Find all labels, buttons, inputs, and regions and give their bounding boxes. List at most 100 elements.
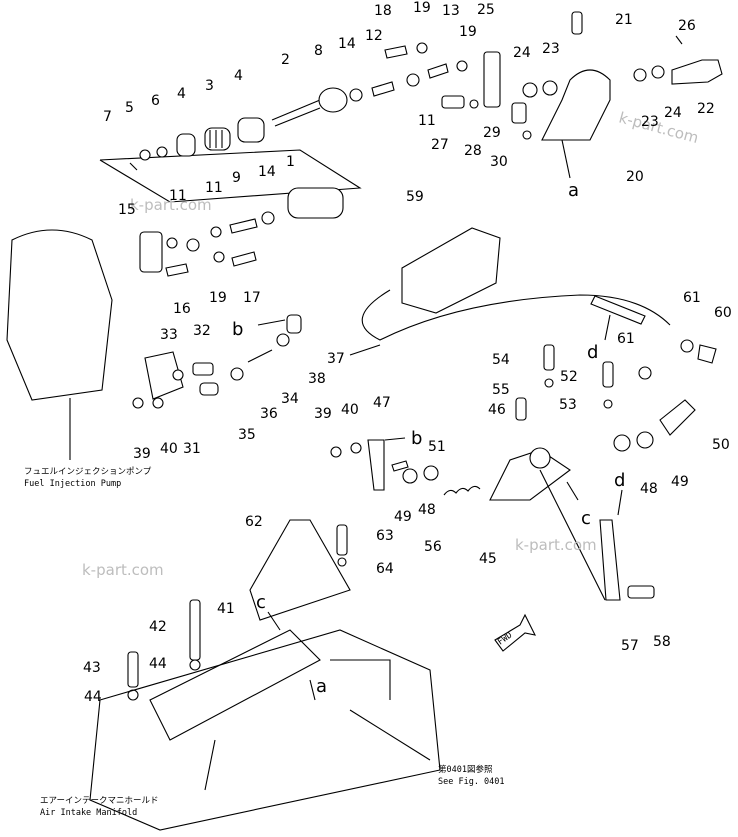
- callout-61: 61: [617, 331, 635, 347]
- part-19-washer-b: [456, 60, 468, 72]
- callout-5: 5: [125, 100, 134, 116]
- part-56-spring: [443, 485, 481, 496]
- part-51-pin: [391, 460, 409, 472]
- callout-29: 29: [483, 125, 501, 141]
- callout-9: 9: [232, 170, 241, 186]
- part-11-nut-b: [210, 226, 222, 238]
- see-fig-label-en: See Fig. 0401: [438, 777, 505, 787]
- part-42-bolt: [189, 599, 201, 661]
- callout-6: 6: [151, 93, 160, 109]
- part-43-bolt: [127, 651, 139, 688]
- part-49-bushing: [636, 431, 654, 449]
- callout-15: 15: [118, 202, 136, 218]
- callout-18: 18: [374, 3, 392, 19]
- part-11-nut: [406, 73, 420, 87]
- part-32-bolt: [192, 362, 214, 376]
- callout-19: 19: [209, 290, 227, 306]
- manifold-detail: [330, 659, 391, 700]
- part-2-rod-edge: [274, 107, 321, 127]
- part-2-rod: [271, 99, 321, 121]
- ref-letter-c: c: [256, 592, 266, 613]
- leader-lines: [69, 139, 623, 791]
- part-48-bushing-b: [423, 465, 439, 481]
- callout-35: 35: [238, 427, 256, 443]
- part-22-rod-end: [671, 59, 723, 85]
- part-19-washer-d: [213, 251, 225, 263]
- callout-36: 36: [260, 406, 278, 422]
- part-24-bushing: [522, 82, 538, 98]
- part-7-pin: [129, 162, 138, 171]
- part-17-bolt: [231, 251, 257, 267]
- callout-27: 27: [431, 137, 449, 153]
- leader-see: [349, 709, 431, 761]
- callout-40: 40: [341, 402, 359, 418]
- callout-33: 33: [160, 327, 178, 343]
- part-63-bolt: [336, 524, 348, 556]
- cable-end-left: [349, 344, 381, 356]
- arrow-b1: [257, 319, 286, 326]
- ref-letter-b: b: [232, 319, 243, 340]
- part-5-nut: [139, 149, 151, 161]
- callout-43: 43: [83, 660, 101, 676]
- callout-19: 19: [413, 0, 431, 16]
- fuel-pump-outline: [6, 229, 113, 401]
- part-28-washer: [469, 99, 479, 109]
- part-47-lever: [367, 439, 385, 491]
- callout-24: 24: [664, 105, 682, 121]
- arrow-d1: [604, 314, 611, 341]
- part-14-nut: [349, 88, 363, 102]
- part-4-bushing: [176, 133, 196, 157]
- part-23-bushing-b: [633, 68, 647, 82]
- intake-manifold-outline: [89, 629, 441, 831]
- callout-45: 45: [479, 551, 497, 567]
- part-38-nut: [276, 333, 290, 347]
- link-rod: [539, 469, 606, 601]
- arrow-b2: [384, 437, 406, 441]
- callout-7: 7: [103, 109, 112, 125]
- part-19-washer-c: [166, 237, 178, 249]
- part-52-bolt: [602, 361, 614, 388]
- shaft-boss: [529, 447, 551, 469]
- callout-42: 42: [149, 619, 167, 635]
- arrow-d2: [617, 489, 623, 516]
- part-14-nut-b: [261, 211, 275, 225]
- part-55-washer: [544, 378, 554, 388]
- arrow-c1: [566, 481, 579, 501]
- callout-11: 11: [418, 113, 436, 129]
- callout-34: 34: [281, 391, 299, 407]
- cable-line: [361, 289, 671, 341]
- callout-14: 14: [258, 164, 276, 180]
- callout-17: 17: [243, 290, 261, 306]
- part-24-bushing-b: [651, 65, 665, 79]
- part-50-lever: [659, 399, 696, 436]
- part-36-nut: [230, 367, 244, 381]
- fwd-arrow-shape: [494, 613, 536, 652]
- ref-letter-a: a: [568, 180, 579, 201]
- callout-24: 24: [513, 45, 531, 61]
- part-53-washer: [603, 399, 613, 409]
- callouts: 1 2 3 4 4 5 6 7 8 9 11 11 11 12 13 14 14…: [83, 0, 732, 705]
- callout-8: 8: [314, 43, 323, 59]
- part-49-bushing-b: [402, 468, 418, 484]
- callout-1: 1: [286, 154, 295, 170]
- callout-47: 47: [373, 395, 391, 411]
- part-59-box: [401, 227, 501, 314]
- callout-48: 48: [418, 502, 436, 518]
- part-19-washer: [416, 42, 428, 54]
- callout-41: 41: [217, 601, 235, 617]
- callout-20: 20: [626, 169, 644, 185]
- air-intake-label-jp: エアーインテークマニホールド: [40, 796, 159, 806]
- callout-64: 64: [376, 561, 394, 577]
- part-31-lever: [144, 351, 184, 400]
- part-8-boot: [318, 87, 348, 113]
- part-33-nut: [172, 369, 184, 381]
- part-21-fitting: [571, 11, 583, 35]
- cable-assembly: [349, 227, 671, 356]
- watermark: k-part.com: [515, 536, 597, 554]
- part-57-bracket: [599, 519, 621, 601]
- callout-60: 60: [714, 305, 732, 321]
- callout-26: 26: [678, 18, 696, 34]
- part-40-washer: [152, 397, 164, 409]
- part-16-bolt: [165, 263, 189, 277]
